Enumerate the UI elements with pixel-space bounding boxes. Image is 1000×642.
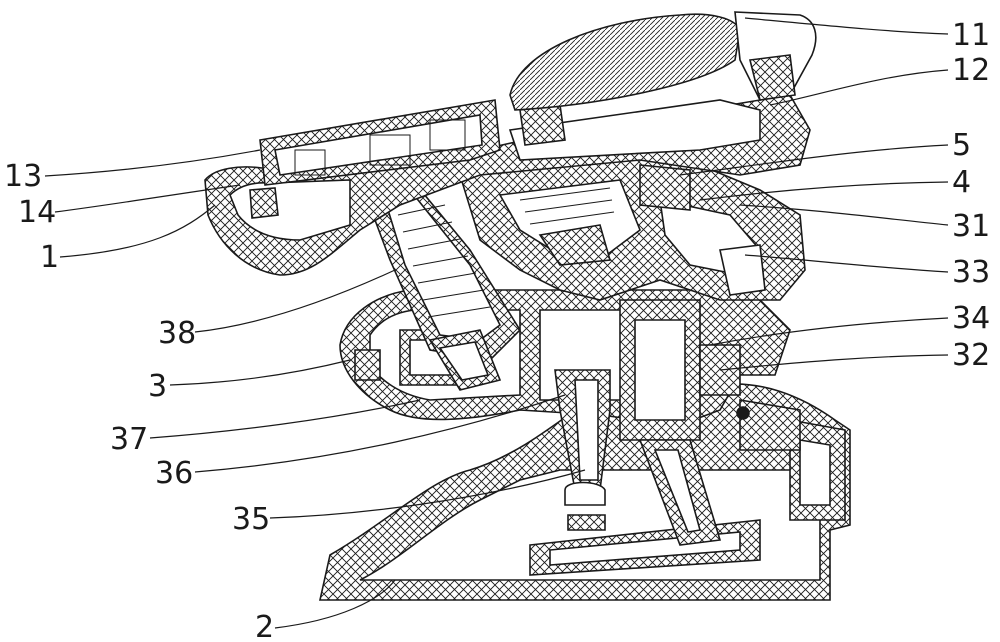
- cutter-housing: [204, 94, 811, 276]
- leader-12: [769, 69, 949, 106]
- leader-37: [149, 399, 421, 439]
- leader-33: [744, 254, 949, 273]
- label-11: 11: [952, 18, 990, 53]
- leader-14: [54, 184, 241, 213]
- label-33: 33: [952, 255, 990, 290]
- label-2: 2: [255, 610, 274, 642]
- label-5: 5: [952, 128, 971, 163]
- leader-32: [719, 354, 949, 371]
- label-35: 35: [232, 502, 270, 537]
- label-34: 34: [952, 301, 990, 336]
- label-38: 38: [158, 316, 196, 351]
- leader-lines: [44, 17, 949, 629]
- leader-35: [269, 469, 586, 519]
- label-32: 32: [952, 338, 990, 373]
- label-3: 3: [148, 369, 167, 404]
- leader-38: [194, 269, 396, 333]
- label-4: 4: [952, 165, 971, 200]
- leader-31: [739, 204, 949, 226]
- cutter-head: [509, 11, 817, 111]
- leader-36: [194, 394, 566, 473]
- label-31: 31: [952, 209, 990, 244]
- label-36: 36: [155, 456, 193, 491]
- leader-11: [744, 17, 949, 35]
- leader-3: [169, 359, 351, 386]
- label-1: 1: [40, 240, 59, 275]
- reference-labels: 11 12 5 4 31 33 34 32 13 14 1 38 3 37 36…: [4, 18, 990, 642]
- label-13: 13: [4, 159, 42, 194]
- label-14: 14: [18, 195, 56, 230]
- upper-frame: [458, 149, 806, 301]
- leader-5: [679, 144, 949, 176]
- spring-cartridge: [358, 164, 522, 391]
- label-12: 12: [952, 53, 990, 88]
- leader-34: [709, 317, 949, 346]
- leader-1: [59, 204, 216, 258]
- label-37: 37: [110, 422, 148, 457]
- leader-13: [44, 149, 261, 177]
- leader-4: [699, 181, 949, 201]
- leader-2: [274, 579, 396, 629]
